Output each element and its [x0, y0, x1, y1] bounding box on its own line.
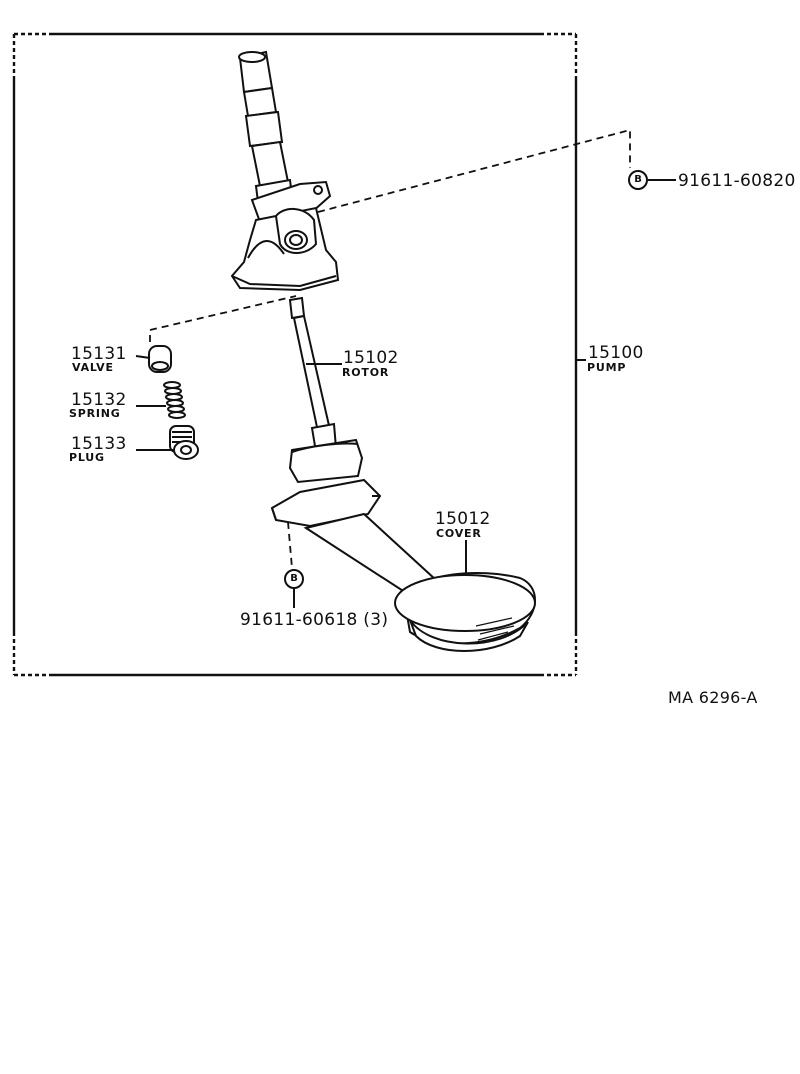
part-number-spring: 15132 [71, 390, 127, 410]
part-name-plug: PLUG [69, 451, 105, 464]
bolt-number-lower: 91611-60618 (3) [240, 610, 389, 630]
part-name-rotor: ROTOR [342, 366, 390, 379]
part-name-pump: PUMP [587, 361, 627, 374]
part-name-spring: SPRING [69, 407, 121, 420]
bolt-number-upper: 91611-60820 [678, 171, 796, 191]
part-name-cover: COVER [436, 527, 482, 540]
part-number-rotor: 15102 [343, 348, 399, 368]
dashed-leader-lines [149, 128, 631, 569]
part-number-cover: 15012 [435, 509, 491, 529]
plug-drawing [169, 425, 199, 460]
pump-assembly-drawing [230, 50, 340, 292]
bolt-badge-lower: B [284, 569, 304, 589]
part-number-plug: 15133 [71, 434, 127, 454]
part-number-valve: 15131 [71, 344, 127, 364]
bolt-badge-upper: B [628, 170, 648, 190]
part-number-pump: 15100 [588, 343, 644, 363]
part-name-valve: VALVE [72, 361, 114, 374]
spring-drawing [163, 381, 186, 419]
assembly-boundary-frame [12, 32, 578, 677]
rotor-drawing [288, 296, 364, 484]
relief-valve-parts-drawing [148, 345, 199, 460]
cover-strainer-drawing [270, 478, 536, 652]
leader-lines [135, 179, 676, 608]
illustration-reference: MA 6296-A [668, 688, 758, 707]
